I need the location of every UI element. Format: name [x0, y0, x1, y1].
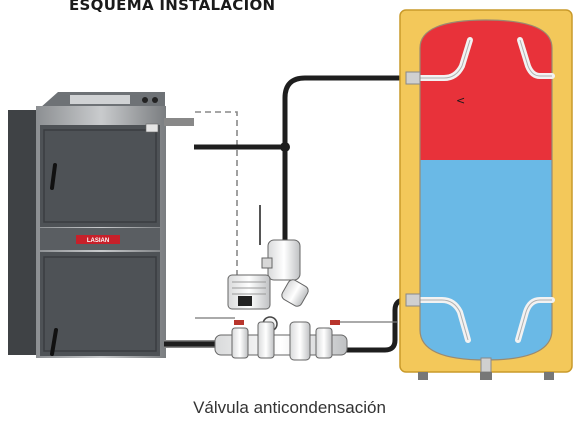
boiler-knob-icon: [152, 97, 158, 103]
tank-bottom-connection: [405, 293, 421, 307]
boiler-lower-door: [40, 252, 160, 356]
tank-foot: [480, 372, 492, 380]
tank-foot: [418, 372, 428, 380]
hot-water-zone: [420, 20, 552, 160]
ball-valve-handle-icon: [234, 320, 244, 325]
brand-label: LASIAN: [87, 238, 109, 244]
supply-pipe-to-tank: [282, 75, 418, 250]
tank-foot: [544, 372, 554, 380]
anticondensation-valve-group: [214, 205, 348, 361]
tank-drain: [480, 357, 492, 373]
cold-water-zone: [420, 160, 552, 360]
diagram-caption: Válvula anticondensación: [193, 398, 386, 417]
tank-marker: <: [456, 94, 465, 107]
boiler-knob-icon: [142, 97, 148, 103]
boiler: LASIAN: [8, 92, 224, 358]
tee-junction: [280, 142, 290, 152]
aux-lines: [195, 317, 397, 323]
boiler-control-panel: [70, 95, 130, 104]
pump-motor: [238, 296, 252, 306]
buffer-tank: <: [399, 9, 573, 380]
brand-plate: [76, 235, 120, 244]
door-handle-icon: [50, 328, 58, 356]
door-handle-icon: [50, 163, 57, 190]
ball-valve-handle-icon: [330, 320, 340, 325]
diagram-title: ESQUEMA INSTALACIÓN: [69, 0, 276, 14]
mixing-valve: [267, 239, 301, 281]
boiler-flow-stub: [164, 118, 194, 126]
boiler-side: [8, 110, 40, 355]
sensor-dashed-line: [195, 111, 238, 280]
pipework: [164, 75, 418, 353]
tank-top-connection: [405, 71, 421, 85]
boiler-upper-door: [40, 125, 160, 227]
